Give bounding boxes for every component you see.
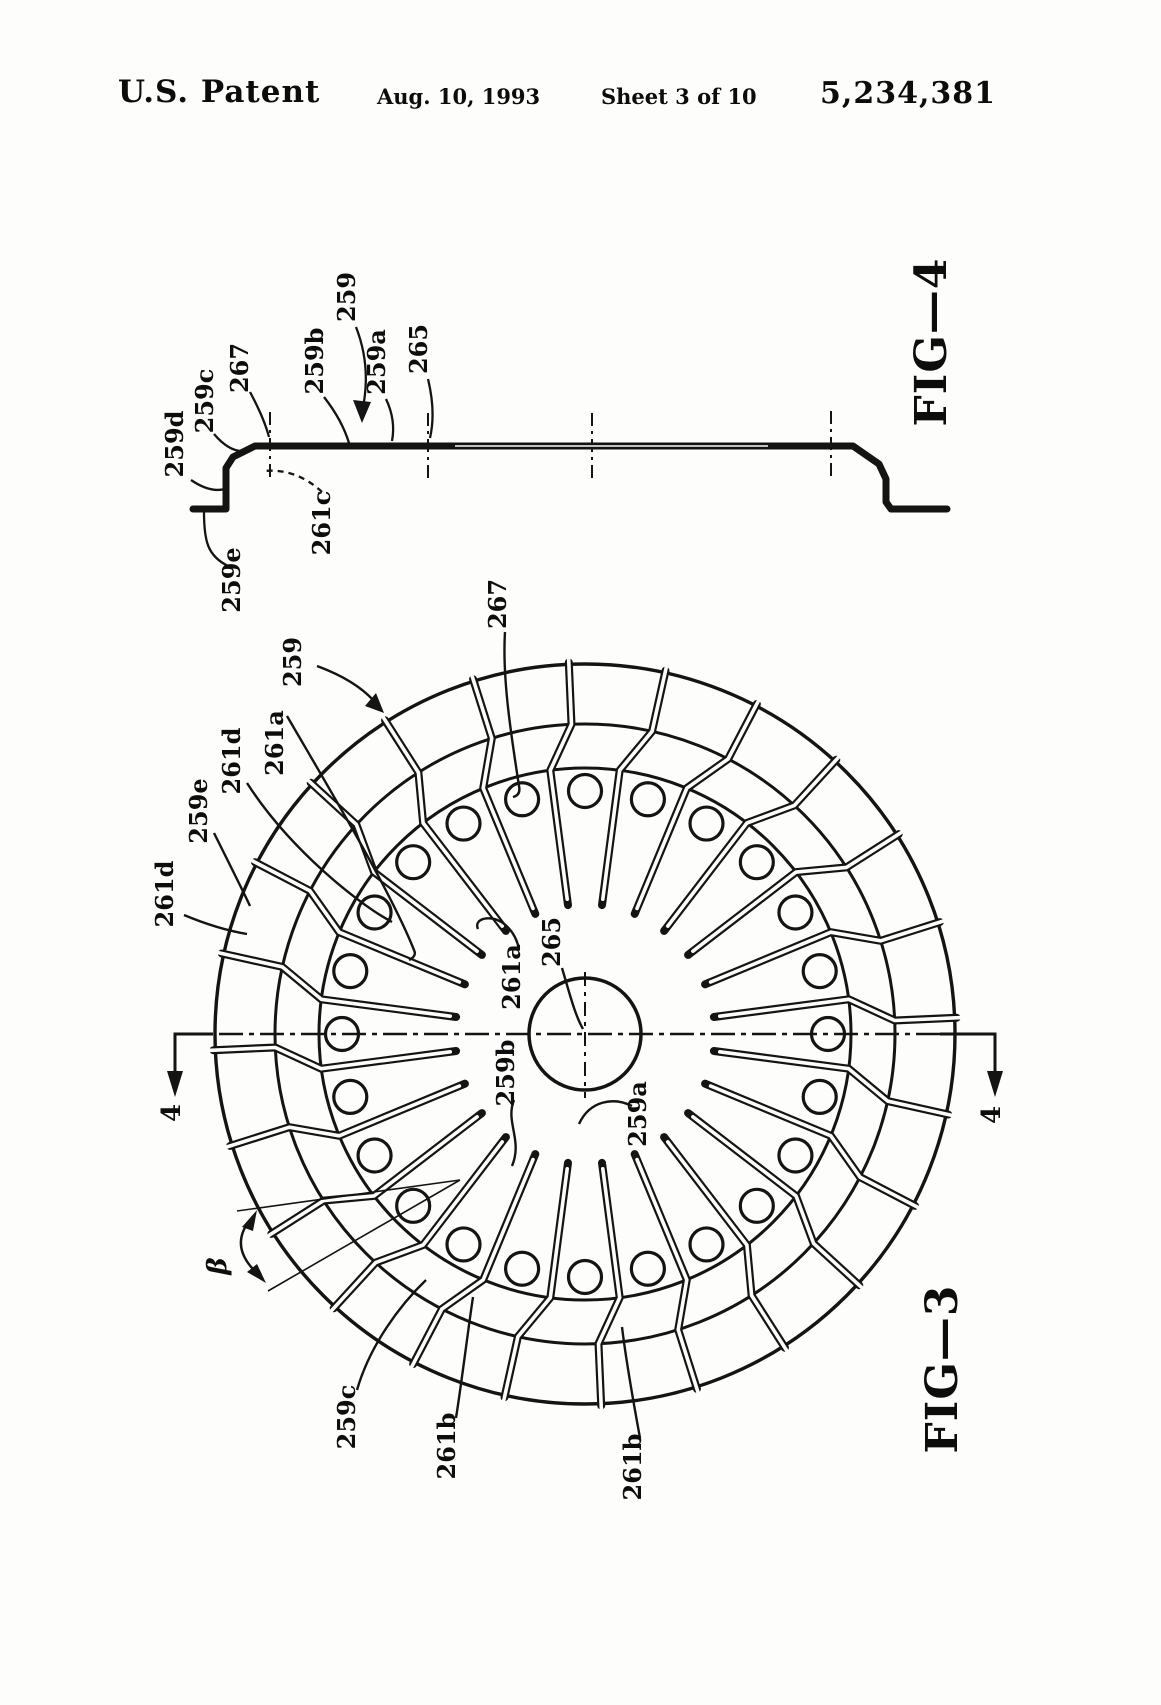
fig3-hole — [738, 1187, 775, 1224]
fig3-title: FIG—3 — [917, 1284, 968, 1453]
fig3-label-259b: 259b — [491, 1040, 520, 1107]
fig4-label-267: 267 — [225, 343, 254, 393]
fig4-label-259d: 259d — [160, 410, 189, 477]
fig3-label-261b: 261b — [432, 1413, 461, 1480]
fig3-slit-core — [691, 829, 905, 953]
fig3-hole — [356, 894, 393, 931]
fig3-slit-core — [635, 1157, 701, 1396]
fig3-section-label-left: 4 — [157, 1104, 187, 1122]
fig3-label-259e: 259e — [184, 778, 213, 843]
fig4-label-261c: 261c — [307, 491, 336, 556]
sheet-number: Sheet 3 of 10 — [601, 84, 757, 109]
fig3-hole — [356, 1137, 393, 1174]
fig3-slit-core — [691, 1115, 865, 1291]
fig3-slit-core — [708, 1084, 922, 1210]
fig3-arrowhead-259 — [365, 693, 384, 713]
fig3-slit-core — [501, 1167, 569, 1404]
fig3-slit-core — [666, 1140, 790, 1354]
fig3-hole — [332, 953, 369, 990]
fig4-label-259c: 259c — [190, 369, 219, 434]
fig3-slit-core — [635, 697, 761, 911]
fig3-hole — [629, 1250, 666, 1287]
fig3-hole — [504, 781, 541, 818]
fig3-hole — [777, 894, 814, 931]
fig3-slit-core — [409, 1157, 535, 1371]
fig3-label-261a: 261a — [260, 710, 289, 776]
fig3-slit-core — [666, 754, 842, 928]
fig3-label-261d: 261d — [150, 860, 179, 927]
fig3-hole — [504, 1250, 541, 1287]
fig3-slit-core — [548, 655, 574, 901]
fig3-disc — [206, 655, 964, 1413]
patent-date: Aug. 10, 1993 — [377, 84, 541, 109]
fig3-label-259: 259 — [278, 637, 307, 687]
fig3-section-arrow-right — [987, 1071, 1003, 1097]
beta-label: β — [203, 1257, 233, 1275]
fig3-slit-core — [718, 1050, 955, 1118]
fig3-slit-core — [708, 918, 947, 984]
fig3-label-265: 265 — [537, 917, 566, 967]
fig3-hole — [688, 805, 725, 842]
fig3-slit-core — [215, 950, 452, 1018]
fig3-slit-core — [305, 777, 479, 953]
fig3-hole — [395, 1187, 432, 1224]
fig3-label-261a: 261a — [497, 944, 526, 1010]
fig3-slit-core — [596, 1167, 622, 1413]
fig4-label-265: 265 — [404, 324, 433, 374]
fig3-slit-core — [469, 672, 535, 911]
fig4-arrowhead-259 — [353, 400, 371, 423]
fig3-hole — [332, 1078, 369, 1115]
fig3-slit-core — [601, 664, 669, 901]
fig3-hole — [395, 844, 432, 881]
fig3-hole — [738, 844, 775, 881]
fig4-label-259a: 259a — [362, 329, 391, 395]
fig3-hole — [688, 1226, 725, 1263]
fig3-label-261d: 261d — [217, 727, 246, 794]
fig3-leaders — [183, 631, 642, 1439]
fig3-slit-core — [380, 714, 504, 928]
fig3-hole — [445, 1226, 482, 1263]
fig3-plan-view: 4 4 β — [150, 579, 1007, 1501]
fig3-beta-angle: β — [203, 1179, 461, 1292]
fig3-label-259c: 259c — [332, 1385, 361, 1450]
fig3-slit-core — [248, 858, 462, 984]
fig3-label-261b: 261b — [618, 1434, 647, 1501]
fig3-section-label-right: 4 — [977, 1106, 1007, 1124]
fig4-label-259e: 259e — [217, 547, 246, 612]
fig4-title: FIG—4 — [906, 257, 957, 426]
beta-arrowhead-lower — [247, 1264, 266, 1283]
fig4-plate-profile — [189, 442, 951, 513]
fig3-section-line: 4 4 — [157, 972, 1007, 1124]
fig3-section-arrow-left — [167, 1071, 183, 1097]
fig3-hole — [566, 772, 604, 810]
beta-arrowhead-upper — [242, 1210, 257, 1231]
fig3-hole — [629, 781, 666, 818]
fig3-hole — [801, 1078, 838, 1115]
fig3-label-259a: 259a — [623, 1081, 652, 1147]
fig3-slit-core — [718, 997, 964, 1023]
publication-title: U.S. Patent — [118, 74, 321, 110]
fig4-label-259: 259 — [332, 272, 361, 322]
fig3-slit-core — [206, 1045, 452, 1071]
fig3-hole — [566, 1258, 604, 1296]
fig4-label-259b: 259b — [300, 328, 329, 395]
fig3-hole — [445, 805, 482, 842]
fig3-hole — [777, 1137, 814, 1174]
fig3-slit-core — [328, 1140, 504, 1314]
fig3-slit-core — [265, 1115, 479, 1239]
patent-number: 5,234,381 — [820, 76, 997, 111]
fig3-slit-core — [223, 1084, 462, 1150]
fig3-label-267: 267 — [483, 579, 512, 629]
fig3-hole — [801, 953, 838, 990]
